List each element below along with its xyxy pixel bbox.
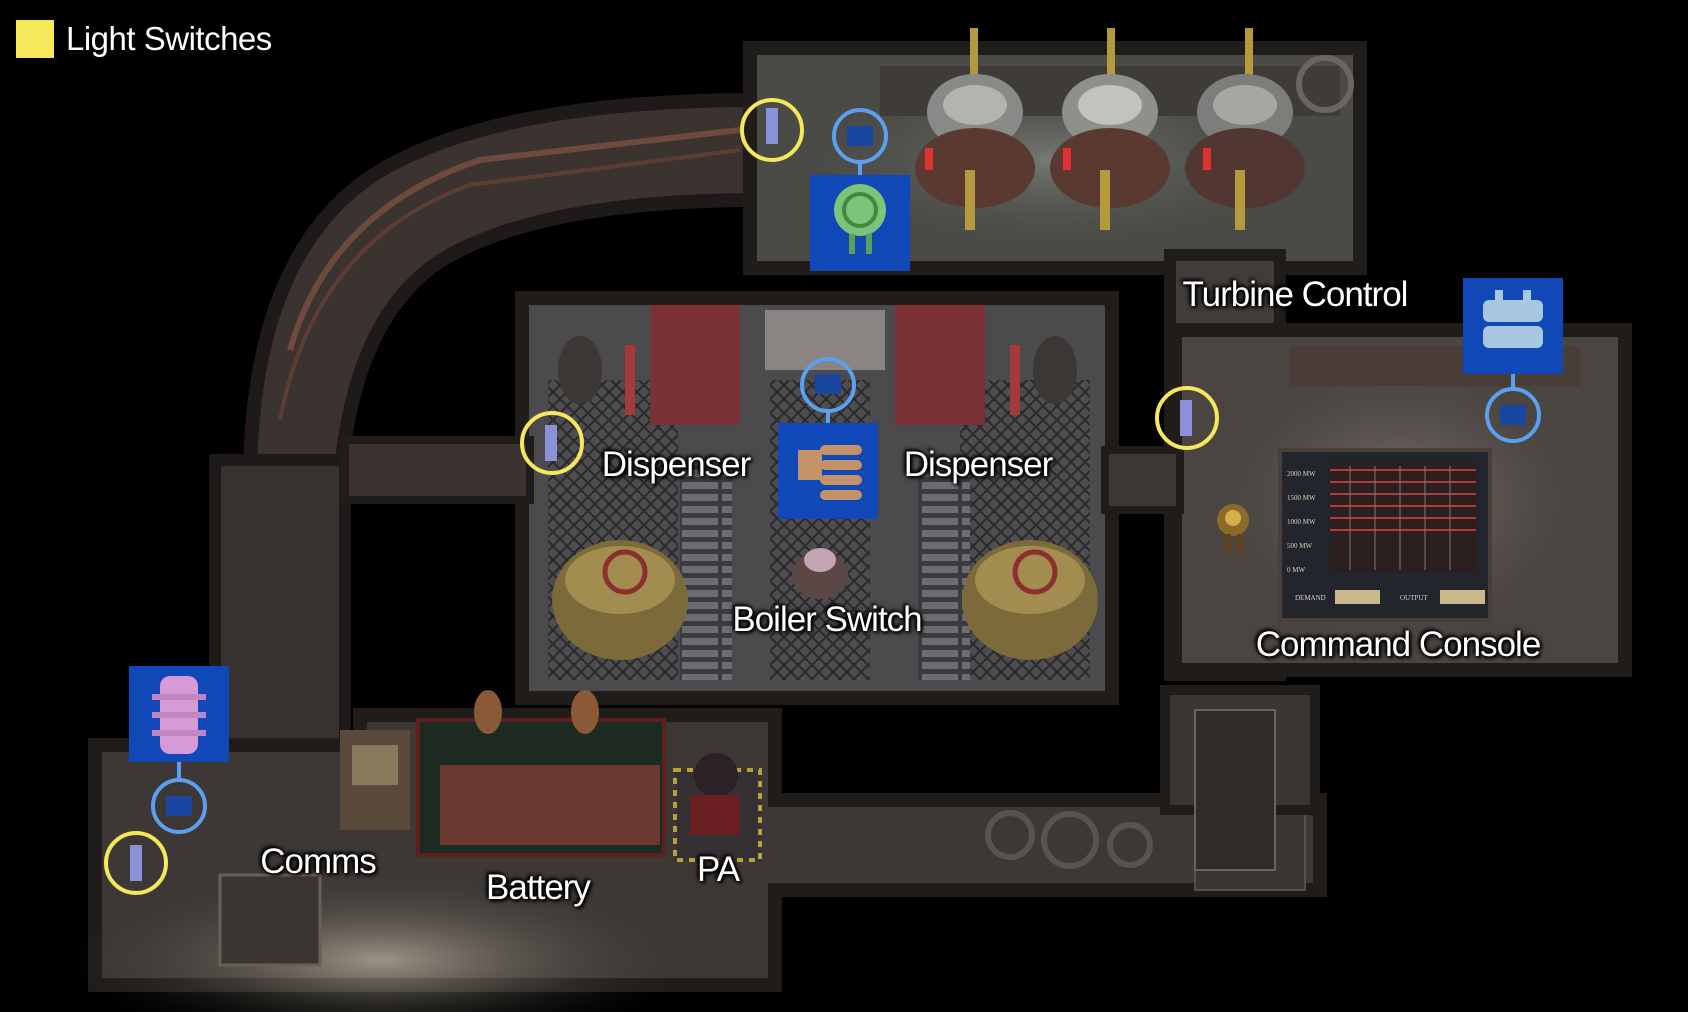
console-footer: DEMAND OUTPUT (1295, 594, 1428, 602)
label-command-console: Command Console (1255, 625, 1542, 664)
boiler-tank-right (962, 540, 1098, 660)
label-battery: Battery (486, 868, 591, 907)
green-coil-part-icon (834, 184, 886, 254)
dispenser-right-machine (895, 305, 985, 425)
console-output-meter (1440, 590, 1485, 604)
label-dispenser-left: Dispenser (601, 445, 752, 484)
boiler-east-door (1101, 446, 1184, 514)
console-grid-cols (1349, 466, 1451, 570)
label-boiler-switch: Boiler Switch (732, 600, 922, 639)
tank-indicator (1063, 148, 1071, 170)
corridor-pipes (287, 127, 741, 351)
dispenser-left-machine (650, 305, 740, 425)
item-pink-cylinder[interactable] (129, 666, 229, 834)
console-row-label: 1000 MW (1287, 518, 1316, 526)
boiler-machines (558, 305, 1077, 425)
boiler-wheel-left (558, 336, 602, 404)
gear-wall (985, 810, 1153, 869)
label-comms: Comms (260, 842, 377, 881)
legend-label-light-switches: Light Switches (66, 20, 272, 57)
console-row-label: 0 MW (1287, 566, 1305, 574)
light-switch-east-corridor[interactable] (1155, 386, 1219, 450)
label-dispenser-right: Dispenser (903, 445, 1054, 484)
diver-figure (1217, 504, 1249, 554)
floor-vent (218, 873, 322, 967)
light-switch-turbine-entrance[interactable] (740, 98, 804, 162)
console-row-labels: 2000 MW 1500 MW 1000 MW 500 MW 0 MW (1287, 470, 1316, 574)
boiler-tank-left (552, 540, 688, 660)
light-switch-south-west[interactable] (104, 831, 168, 895)
item-markers (129, 108, 1563, 834)
console-row-label: 1500 MW (1287, 494, 1316, 502)
comms-machine (340, 730, 410, 830)
pink-cylinder-part-icon (152, 676, 206, 754)
turbine-tank-3 (1185, 28, 1305, 230)
boiler-switch-device (792, 548, 848, 599)
bronze-connector-part-icon (798, 445, 862, 500)
item-bronze-connector[interactable] (778, 357, 878, 519)
light-switch-boiler-west[interactable] (520, 411, 584, 475)
console-output-label: OUTPUT (1400, 594, 1428, 602)
south-east-grate (1194, 709, 1276, 871)
label-pa: PA (696, 850, 740, 889)
console-grid (1330, 469, 1476, 531)
corridor-pipes-2 (278, 148, 741, 421)
tank-indicator (925, 148, 933, 170)
legend-swatch-light-switch (16, 20, 54, 58)
tank-indicator (1203, 148, 1211, 170)
battery-machine (416, 690, 666, 857)
console-row-label: 500 MW (1287, 542, 1312, 550)
turbine-tank-1 (915, 28, 1035, 230)
console-demand-meter (1335, 590, 1380, 604)
wall-gear (1296, 55, 1354, 113)
command-console: 2000 MW 1500 MW 1000 MW 500 MW 0 MW DEMA… (1278, 448, 1492, 622)
boiler-strap-right (1010, 345, 1020, 415)
turbine-tanks (915, 28, 1354, 230)
item-blue-capacitor[interactable] (1463, 278, 1563, 443)
console-row-label: 2000 MW (1287, 470, 1316, 478)
conveyor-right (918, 460, 970, 680)
item-green-coil[interactable] (810, 108, 910, 271)
turbine-tank-2 (1050, 28, 1170, 230)
boiler-strap-left (625, 345, 635, 415)
item-tile (778, 423, 878, 519)
boiler-wheel-right (1033, 336, 1077, 404)
conveyor-left (680, 460, 732, 680)
map-legend: Light Switches (16, 20, 272, 58)
pa-machine (673, 753, 762, 862)
blue-capacitor-part-icon (1483, 290, 1543, 348)
light-switches (104, 98, 1219, 895)
label-turbine-control: Turbine Control (1182, 275, 1409, 314)
console-demand-label: DEMAND (1295, 594, 1326, 602)
boiler-west-door (341, 436, 534, 504)
